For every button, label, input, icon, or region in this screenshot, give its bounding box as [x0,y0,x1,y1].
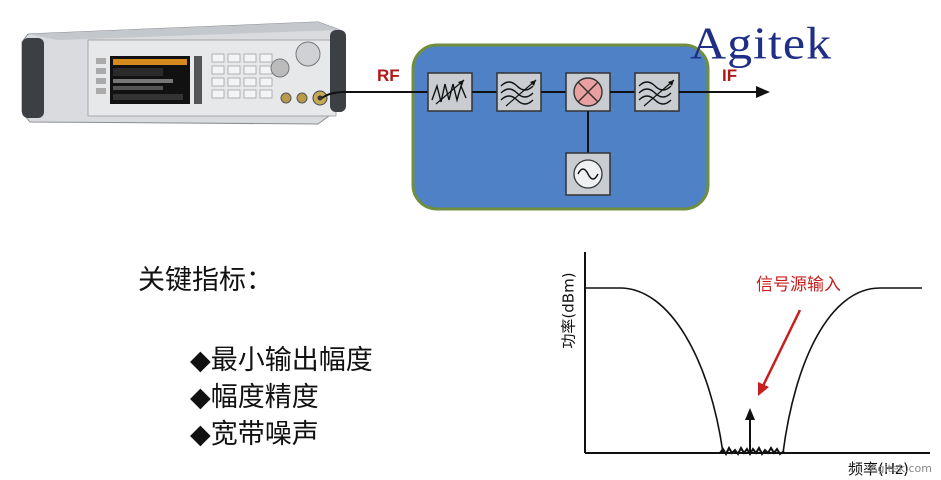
rf-cable [321,91,425,99]
spec-item: ◆幅度精度 [190,382,319,413]
if-label: IF [722,66,738,85]
spike-arrow-icon [745,408,755,420]
key-specs-title: 关键指标： [138,265,273,296]
spec-item: ◆最小输出幅度 [190,345,373,376]
rf-label: RF [377,66,400,85]
x-axis-label: 频率(Hz) [848,460,909,478]
y-axis-label: 功率(dBm) [559,272,578,349]
annotation-arrowhead-icon [758,382,769,396]
mixer-icon [565,72,611,112]
noise-floor [719,445,785,457]
company-logo: Agitek [690,17,833,69]
filter-response-curve [585,287,922,454]
attenuator-icon [427,72,473,112]
annotation-arrow [760,309,802,389]
if-arrow-icon [756,86,770,98]
signal-input-annotation: 信号源输入 [756,275,841,295]
watermark: Agitek.com [870,462,933,475]
filter-icon [496,72,542,112]
block-diagram [321,43,770,211]
filter-icon [634,72,680,112]
oscillator-icon [565,152,611,196]
spectrum-plot [584,252,930,457]
spec-item: ◆宽带噪声 [190,419,319,450]
mixer-module [411,43,710,211]
